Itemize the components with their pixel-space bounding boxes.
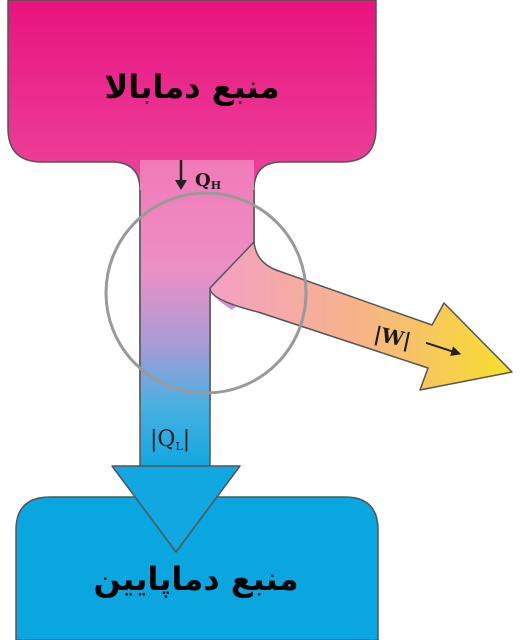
down-arrow-icon	[175, 160, 187, 190]
heat-out-arrow-head	[111, 465, 241, 553]
heat-out-label: |QL|	[150, 427, 190, 453]
heat-flow-stem	[140, 160, 276, 466]
cold-reservoir	[15, 496, 379, 640]
right-arrow-icon	[425, 341, 462, 356]
work-arrow	[209, 241, 513, 391]
hot-reservoir-label: منبع دمابالا	[104, 68, 279, 106]
heat-in-label: QH	[195, 170, 221, 192]
engine-circle	[104, 191, 308, 395]
cold-reservoir-label: منبع دماپایین	[93, 560, 298, 598]
